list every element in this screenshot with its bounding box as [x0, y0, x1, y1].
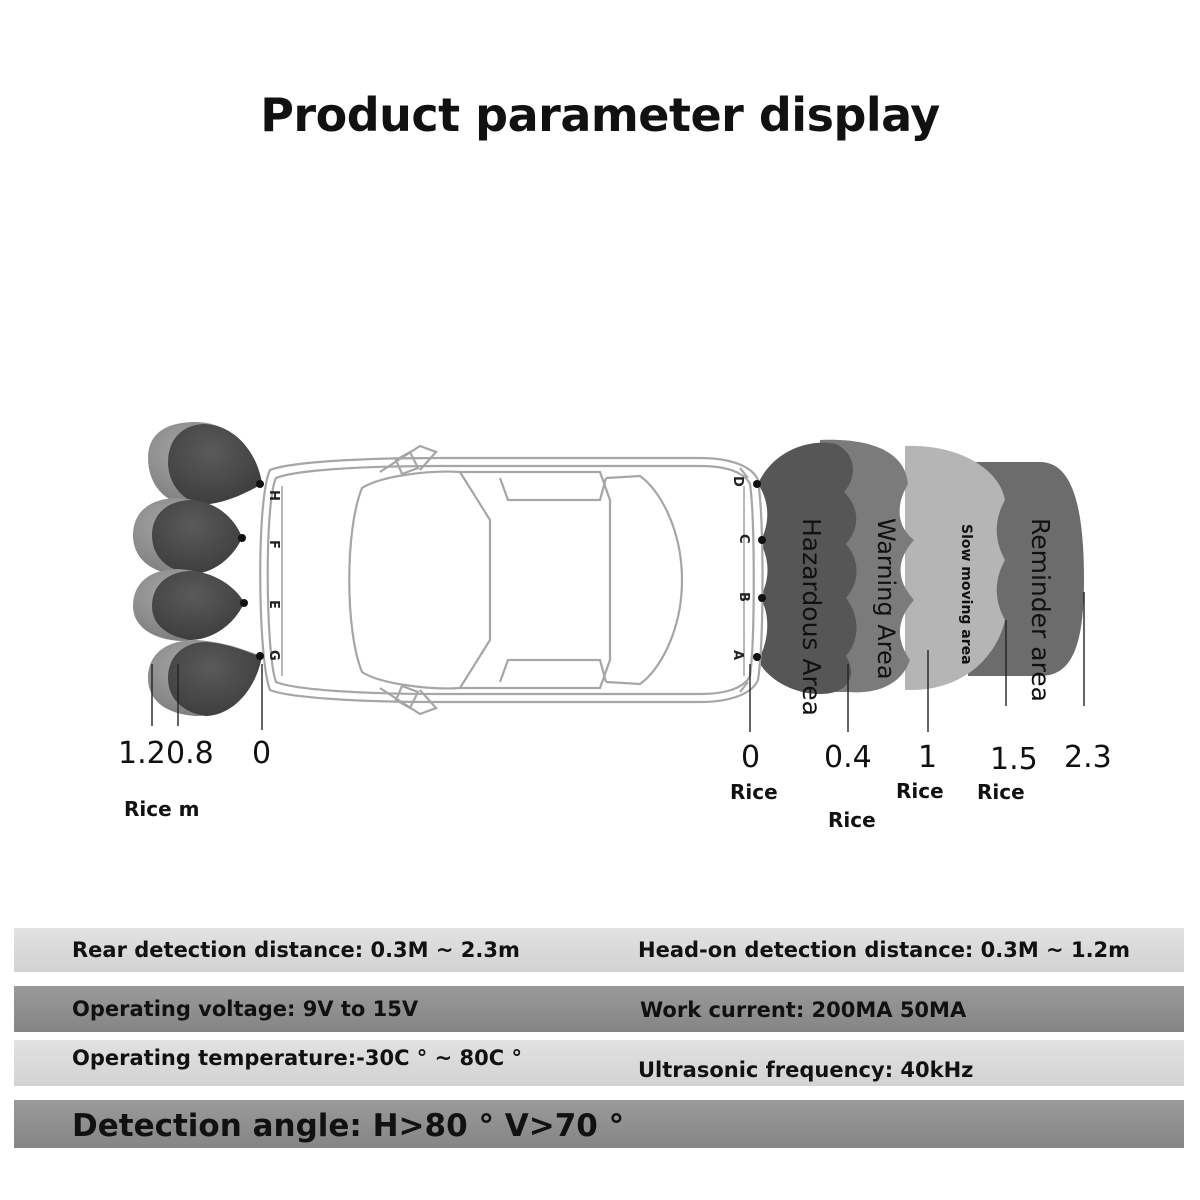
sensor-letter-g: G: [266, 650, 281, 661]
sensor-dot-a: [753, 653, 761, 661]
front-lobe-g: [148, 640, 262, 716]
zone-label-slow-moving: Slow moving area: [958, 524, 974, 665]
rear-scale-unit-1-5: Rice: [977, 780, 1025, 804]
zone-labels: Hazardous Area Warning Area Slow moving …: [797, 518, 1055, 716]
sensor-dot-b: [758, 594, 766, 602]
rear-scale-mark-1: 1: [918, 740, 938, 775]
spec-rear-detection: Rear detection distance: 0.3M ~ 2.3m: [72, 938, 520, 962]
front-scale-unit: Rice m: [124, 797, 200, 821]
sensor-dot-h: [256, 480, 264, 488]
spec-band-1: Rear detection distance: 0.3M ~ 2.3m Hea…: [14, 928, 1184, 972]
spec-ultrasonic-frequency: Ultrasonic frequency: 40kHz: [638, 1058, 974, 1082]
front-scale-mark-0-8: 0.8: [166, 736, 214, 771]
distance-markers: [151, 592, 1085, 732]
sensor-letter-c: C: [736, 534, 751, 544]
sensor-dot-e: [240, 599, 248, 607]
rear-scale-unit-0: Rice: [730, 780, 778, 804]
zone-label-warning: Warning Area: [872, 518, 900, 680]
spec-work-current: Work current: 200MA 50MA: [640, 998, 967, 1022]
spec-band-3: Operating temperature:-30C ° ~ 80C ° Ult…: [14, 1040, 1184, 1086]
sensor-letter-b: B: [736, 592, 751, 602]
page-title: Product parameter display: [260, 88, 940, 142]
spec-detection-angle: Detection angle: H>80 ° V>70 °: [72, 1108, 625, 1144]
rear-scale-mark-2-3: 2.3: [1064, 740, 1112, 775]
rear-scale-unit-0-4: Rice: [828, 808, 876, 832]
front-scale-mark-1-2: 1.2: [118, 736, 166, 771]
sensor-dot-d: [753, 480, 761, 488]
front-lobe-h: [148, 422, 262, 506]
front-lobe-e: [133, 569, 244, 641]
zone-label-hazardous: Hazardous Area: [797, 518, 826, 716]
sensor-dot-f: [238, 534, 246, 542]
sensor-dot-g: [256, 652, 264, 660]
rear-scale-unit-1: Rice: [896, 779, 944, 803]
spec-operating-temperature: Operating temperature:-30C ° ~ 80C °: [72, 1046, 522, 1070]
rear-scale-mark-0: 0: [741, 740, 761, 775]
sensor-letter-e: E: [266, 600, 281, 609]
rear-scale-mark-1-5: 1.5: [990, 742, 1038, 777]
spec-band-4: Detection angle: H>80 ° V>70 °: [14, 1100, 1184, 1148]
sensor-letter-f: F: [266, 540, 281, 549]
sensor-letter-h: H: [266, 490, 281, 501]
car-outline: [259, 444, 764, 716]
sensor-letter-a: A: [730, 650, 745, 660]
sensor-letter-d: D: [730, 476, 745, 487]
front-scale-mark-0: 0: [252, 736, 272, 771]
spec-head-on-detection: Head-on detection distance: 0.3M ~ 1.2m: [638, 938, 1131, 962]
rear-scale-mark-0-4: 0.4: [824, 740, 872, 775]
sensor-dots: [238, 480, 766, 661]
front-lobe-f: [133, 498, 242, 576]
spec-band-2: Operating voltage: 9V to 15V Work curren…: [14, 986, 1184, 1032]
sensor-letters: H F E G D C B A: [266, 476, 751, 661]
zone-label-reminder: Reminder area: [1026, 518, 1055, 702]
front-detection-lobes: [133, 422, 262, 716]
rear-zone-hazardous: [758, 442, 857, 694]
rear-zone-slow-moving: [905, 445, 1005, 690]
sensor-dot-c: [758, 536, 766, 544]
spec-operating-voltage: Operating voltage: 9V to 15V: [72, 997, 419, 1021]
